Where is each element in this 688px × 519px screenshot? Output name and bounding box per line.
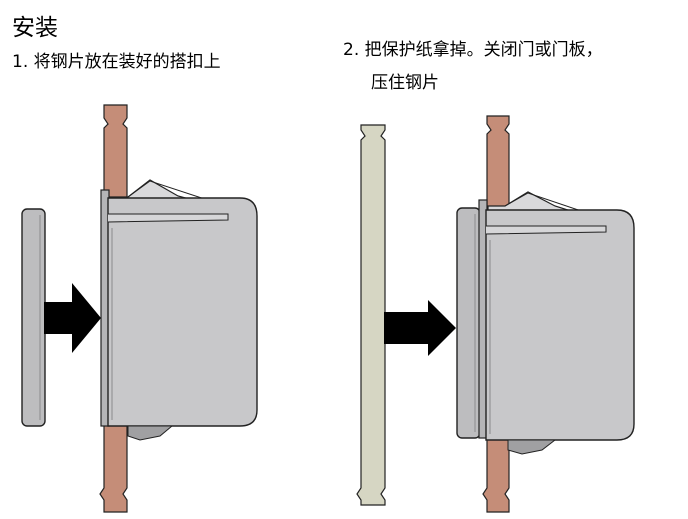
step-2-illustration — [356, 115, 635, 513]
step-2-caption-line-2: 压住钢片 — [371, 73, 439, 93]
close-arrow — [384, 300, 456, 356]
step-1-caption: 1. 将钢片放在装好的搭扣上 — [12, 52, 221, 72]
step-2-caption-line-1: 2. 把保护纸拿掉。关闭门或门板， — [343, 40, 603, 60]
steel-plate — [21, 208, 46, 427]
door-panel-strip — [356, 124, 386, 506]
latch-body-2 — [485, 209, 635, 441]
step-1-illustration — [21, 104, 258, 513]
push-arrow — [44, 283, 101, 353]
latch-hook-bottom-2 — [507, 439, 557, 455]
latch-body — [107, 197, 258, 427]
steel-plate-pressed — [456, 207, 481, 439]
page-title: 安装 — [12, 15, 58, 41]
latch-hook-bottom — [127, 425, 174, 441]
